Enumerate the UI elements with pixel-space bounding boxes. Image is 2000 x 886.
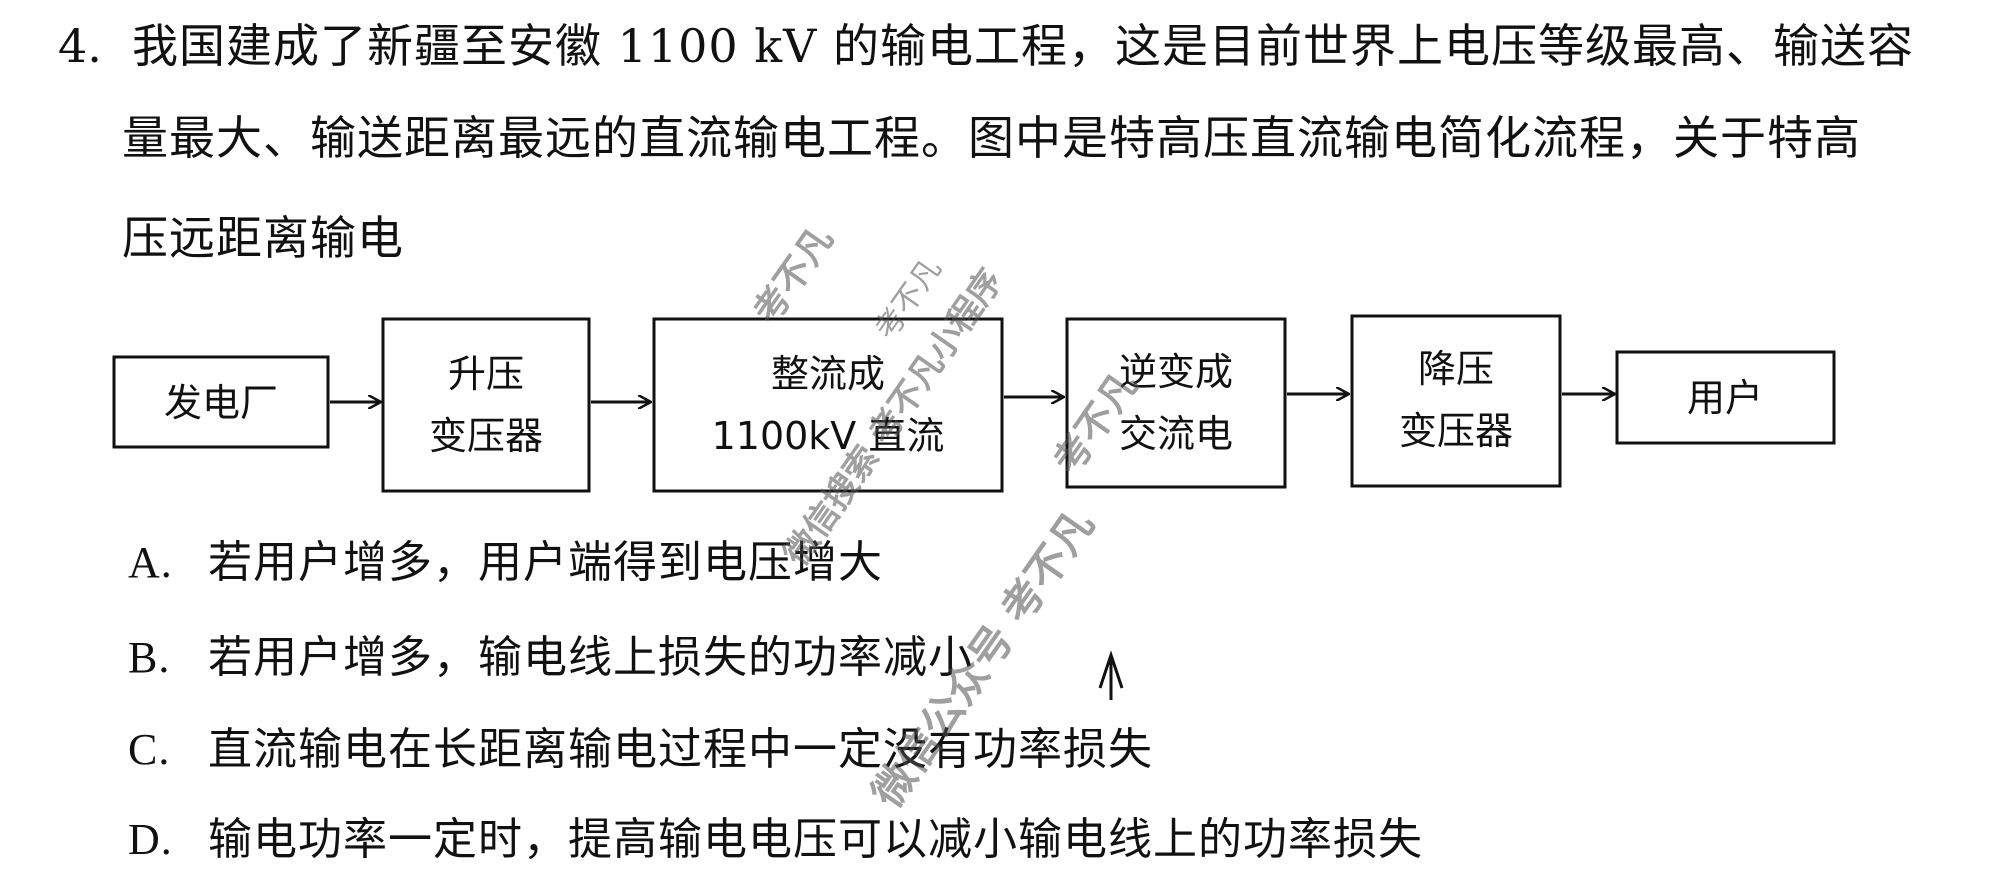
option-a[interactable]: A. 若用户增多，用户端得到电压增大 <box>128 535 883 591</box>
flow-box-inverter-line-2: 交流电 <box>1119 412 1233 456</box>
option-d[interactable]: D. 输电功率一定时，提高输电电压可以减小输电线上的功率损失 <box>128 812 1423 868</box>
question-stem-line-2: 量最大、输送距离最远的直流输电工程。图中是特高压直流输电简化流程，关于特高 <box>122 111 1861 165</box>
flow-box-user-label: 用户 <box>1687 376 1763 420</box>
flow-box-rectifier-line-2: 1100kV 直流 <box>712 414 945 458</box>
option-b-key: B. <box>128 633 171 682</box>
question-stem-line-3: 压远距离输电 <box>122 211 404 265</box>
question-stem-line-1: 我国建成了新疆至安徽 1100 kV 的输电工程，这是目前世界上电压等级最高、输… <box>132 19 1915 73</box>
flow-box-step-down-line-1: 降压 <box>1418 347 1494 391</box>
option-c-text: 直流输电在长距离输电过程中一定没有功率损失 <box>208 724 1153 775</box>
flow-box-step-down-transformer: 降压 变压器 <box>1350 314 1562 488</box>
flow-box-inverter-line-1: 逆变成 <box>1119 350 1233 394</box>
option-b-text: 若用户增多，输电线上损失的功率减小 <box>208 632 973 683</box>
flow-box-step-up-transformer: 升压 变压器 <box>381 317 591 493</box>
flow-box-user: 用户 <box>1615 350 1836 445</box>
option-d-text: 输电功率一定时，提高输电电压可以减小输电线上的功率损失 <box>208 814 1423 865</box>
handwritten-arrow-icon <box>1098 650 1124 700</box>
question-number: 4. <box>58 19 102 73</box>
flow-box-inverter: 逆变成 交流电 <box>1065 317 1287 489</box>
option-a-text: 若用户增多，用户端得到电压增大 <box>208 537 883 588</box>
flow-box-step-up-line-1: 升压 <box>448 352 524 396</box>
option-b[interactable]: B. 若用户增多，输电线上损失的功率减小 <box>128 630 973 686</box>
flow-box-step-down-line-2: 变压器 <box>1399 409 1513 453</box>
option-c-key: C. <box>128 725 171 774</box>
flow-box-power-plant-label: 发电厂 <box>164 381 278 425</box>
flow-box-rectifier-line-1: 整流成 <box>771 352 885 396</box>
flow-box-power-plant: 发电厂 <box>112 355 330 449</box>
option-a-key: A. <box>128 538 173 587</box>
option-d-key: D. <box>128 815 173 864</box>
flow-box-step-up-line-2: 变压器 <box>429 414 543 458</box>
option-c[interactable]: C. 直流输电在长距离输电过程中一定没有功率损失 <box>128 722 1153 778</box>
flow-box-rectifier: 整流成 1100kV 直流 <box>652 317 1004 493</box>
